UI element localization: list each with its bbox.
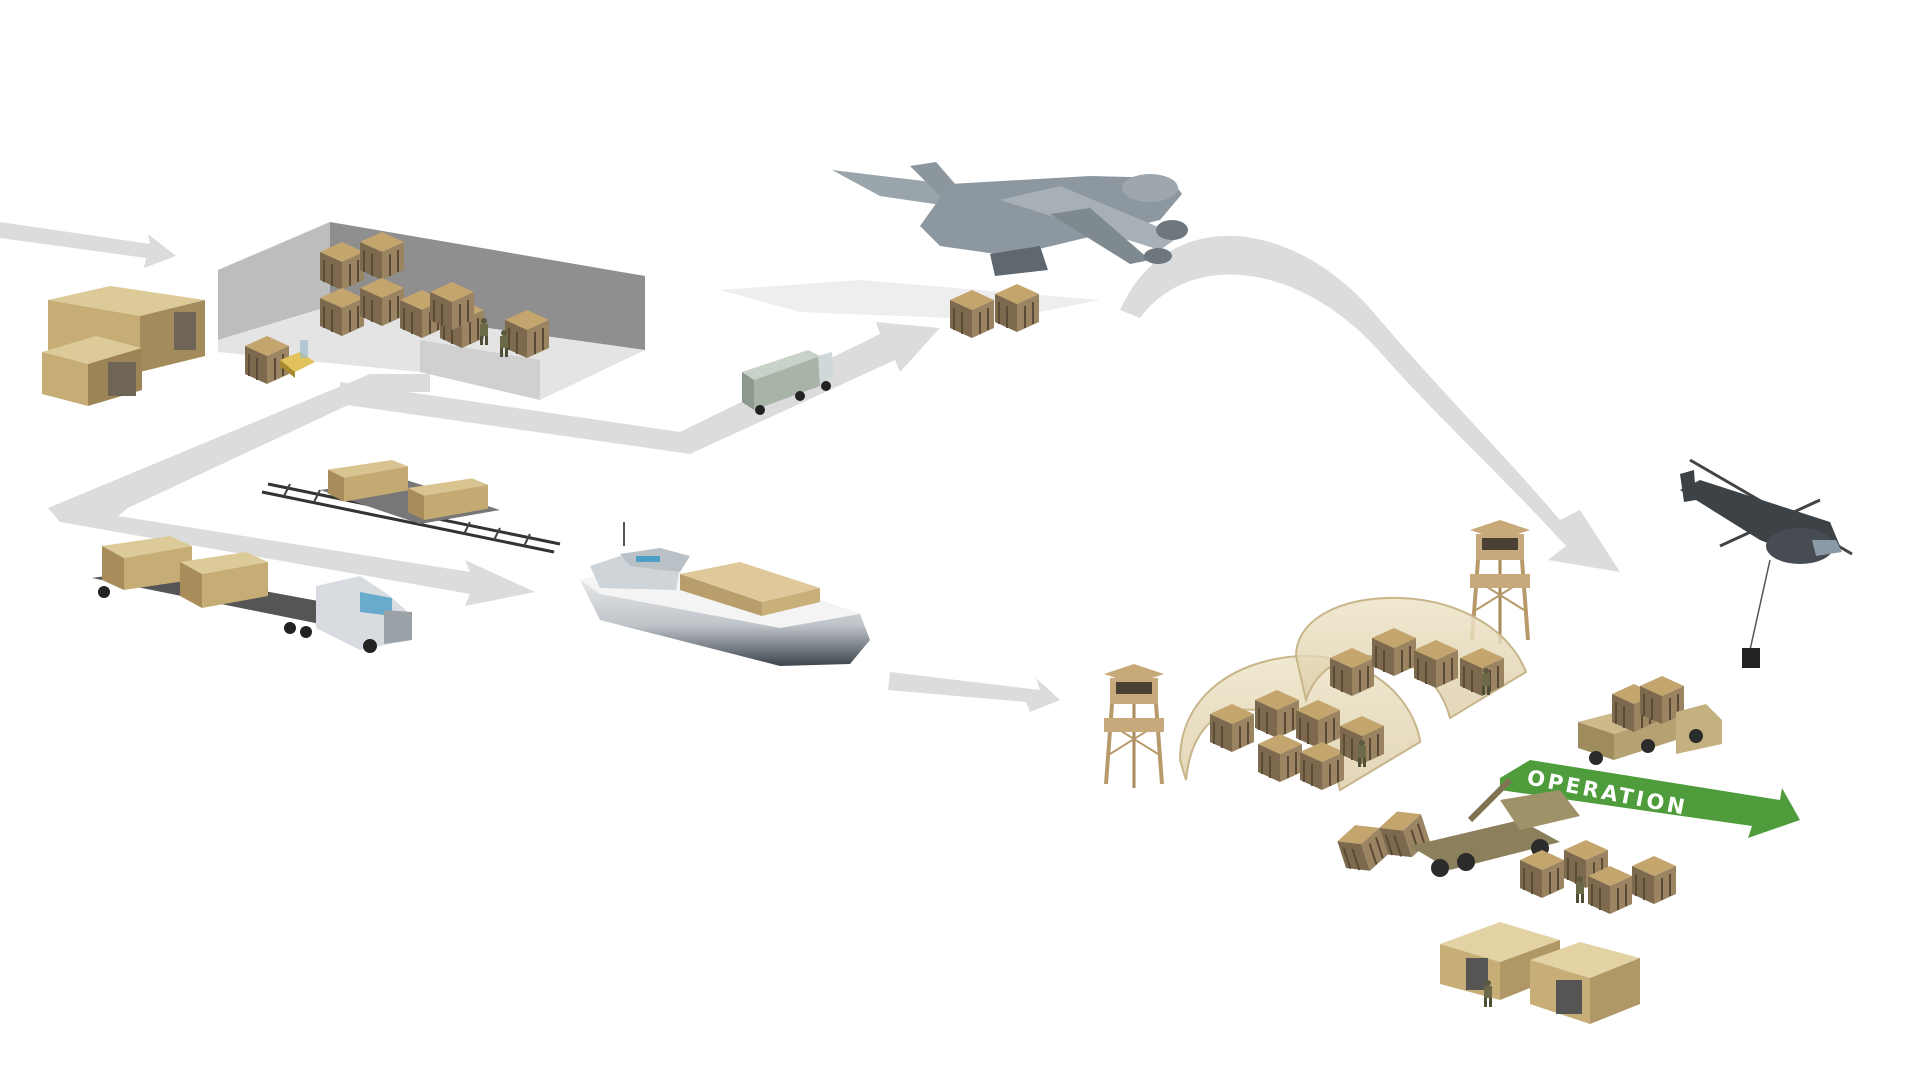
air-arc-arrow-icon [1120, 235, 1620, 572]
shelter-tent-icon [1294, 596, 1528, 720]
plane-shadow-icon [720, 280, 1100, 320]
military-truck-icon [1578, 675, 1722, 765]
sling-load-icon [1742, 648, 1760, 668]
road-flow-arrow-icon [48, 374, 535, 606]
semi-truck-icon [92, 536, 412, 653]
forklift-icon [244, 335, 315, 385]
cargo-plane-icon [832, 162, 1188, 339]
flow-arrows [0, 222, 1620, 712]
origin-containers [42, 286, 205, 406]
rail-car-icon [261, 460, 561, 554]
warehouse-icon [218, 222, 645, 400]
supply-crate-icon [1519, 839, 1677, 915]
cargo-ship-icon [580, 522, 870, 666]
watchtower-icon [1102, 662, 1166, 790]
helicopter-icon [1680, 458, 1853, 668]
air-route-arrow-icon [340, 322, 940, 454]
incoming-arrow-icon [0, 222, 176, 268]
truck-icon [742, 350, 834, 415]
sea-route-arrow-icon [888, 672, 1060, 712]
crane-truck-icon [1333, 777, 1580, 879]
field-shelter-icon [1440, 922, 1640, 1024]
